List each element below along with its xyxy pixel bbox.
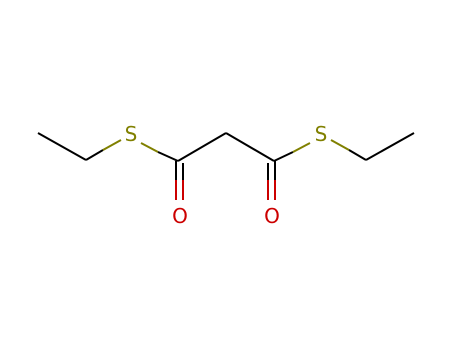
atom-s-left: S (125, 122, 138, 146)
bond-c-s-right-a (273, 151, 294, 162)
atom-o-left: O (172, 204, 188, 228)
atom-o-right: O (264, 204, 280, 228)
bond-ch3-ch2-left (37, 132, 87, 161)
bond-ch2-s-left-a (85, 149, 104, 161)
atom-s-right: S (315, 122, 328, 146)
bond-s-ch2-right-b (348, 149, 367, 161)
bond-ch2-s-left-b (102, 139, 122, 151)
bond-c-ch2-left (177, 132, 227, 162)
bond-s-c-left-a (140, 142, 159, 153)
bond-ch2-ch3-right (365, 132, 415, 161)
bond-s-c-left-b (157, 151, 179, 162)
bond-c-s-right-b (292, 142, 311, 153)
bond-ch2-c-right (225, 132, 275, 162)
bond-s-ch2-right-a (330, 139, 350, 151)
